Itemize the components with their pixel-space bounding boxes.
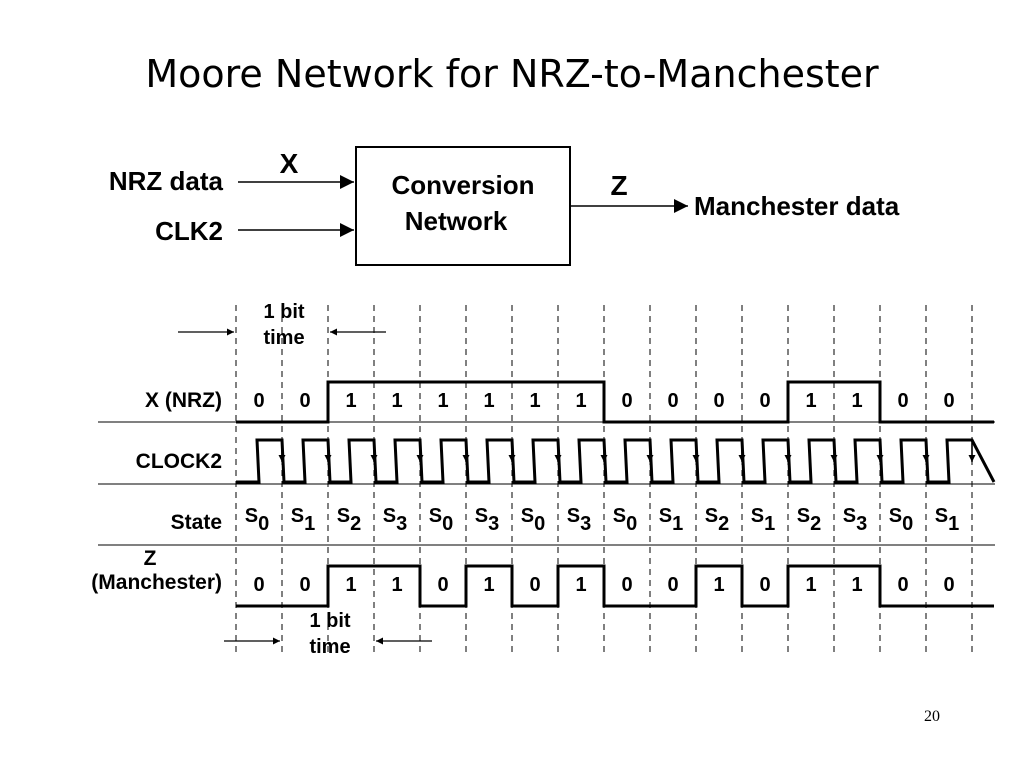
bit-time-bottom-line2: time [309,636,350,658]
x-bit-value: 0 [897,390,908,412]
clk2-label: CLK2 [155,216,223,246]
z-bit-value: 1 [391,574,402,596]
x-bit-value: 0 [943,390,954,412]
state-label: S3 [383,505,407,535]
x-bit-value: 0 [667,390,678,412]
x-bit-value: 1 [391,390,402,412]
state-label: S1 [751,505,775,535]
state-label: S2 [797,505,821,535]
x-bit-value: 1 [851,390,862,412]
box-label-line2: Network [405,206,508,236]
z-bit-value: 0 [253,574,264,596]
x-bit-value: 0 [253,390,264,412]
x-bit-value: 0 [621,390,632,412]
x-bit-value: 1 [575,390,586,412]
x-bit-value: 0 [759,390,770,412]
z-bit-value: 1 [805,574,816,596]
x-bit-value: 1 [437,390,448,412]
bit-time-marker-bottom: 1 bit time [224,610,432,658]
state-label: S0 [889,505,913,535]
z-bit-value: 0 [759,574,770,596]
row-label-x: X (NRZ) [145,389,222,412]
z-bit-value: 1 [851,574,862,596]
state-label: S2 [705,505,729,535]
state-label: S1 [291,505,315,535]
state-label: S0 [245,505,269,535]
state-label: S0 [429,505,453,535]
z-manchester-waveform [236,564,994,608]
z-bit-value: 1 [713,574,724,596]
z-bit-value: 1 [575,574,586,596]
bit-time-marker-top: 1 bit time [178,301,386,349]
state-label: S3 [843,505,867,535]
bit-time-top-line2: time [263,327,304,349]
row-label-state: State [171,511,222,534]
z-bit-value: 0 [943,574,954,596]
box-label-line1: Conversion [391,170,534,200]
row-label-clock: CLOCK2 [136,450,222,473]
timing-chart: 1 bit time 1 bit time X (NRZ) CLOCK2 Sta… [91,301,996,658]
x-signal-label: X [280,148,299,179]
row-label-z-sub: (Manchester) [91,571,222,594]
state-label: S0 [521,505,545,535]
z-bit-value: 0 [667,574,678,596]
z-bit-value: 1 [345,574,356,596]
state-label: S3 [475,505,499,535]
z-bit-value: 0 [437,574,448,596]
state-label: S1 [659,505,683,535]
row-label-z: Z [144,547,157,570]
block-diagram: Conversion Network NRZ data X CLK2 Z Man… [109,146,900,266]
x-bit-value: 1 [805,390,816,412]
nrz-data-label: NRZ data [109,166,224,196]
x-bit-value: 0 [713,390,724,412]
state-label: S3 [567,505,591,535]
state-label: S0 [613,505,637,535]
manchester-data-label: Manchester data [694,191,900,221]
conversion-network-box [355,146,571,266]
state-label: S1 [935,505,959,535]
x-bit-value: 1 [483,390,494,412]
z-bit-value: 1 [483,574,494,596]
state-label: S2 [337,505,361,535]
z-signal-label: Z [610,170,627,201]
z-bit-value: 0 [621,574,632,596]
z-bit-value: 0 [529,574,540,596]
x-bit-value: 0 [299,390,310,412]
clock2-waveform [236,438,996,484]
x-bit-value: 1 [529,390,540,412]
x-nrz-waveform [236,380,994,424]
z-bit-value: 0 [299,574,310,596]
z-bit-value: 0 [897,574,908,596]
page-number: 20 [924,708,940,725]
bit-time-bottom-line1: 1 bit [309,610,350,632]
bit-time-top-line1: 1 bit [263,301,304,323]
slide-title: Moore Network for NRZ-to-Manchester [145,52,879,96]
x-bit-value: 1 [345,390,356,412]
waveforms [236,380,996,608]
